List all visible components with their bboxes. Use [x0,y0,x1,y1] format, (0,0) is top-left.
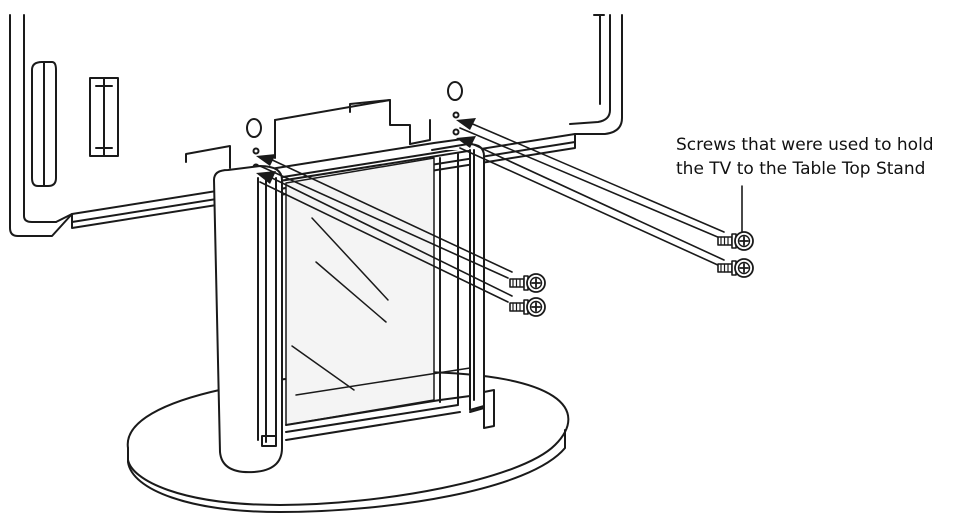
arrow-icon [256,154,276,166]
arrow-heads [256,118,476,184]
arrow-icon [456,136,476,148]
screw-icon [717,258,754,278]
arrow-icon [456,118,476,130]
screw-group-left [509,273,546,317]
callout-line-2: the TV to the Table Top Stand [676,159,926,179]
screw-icon [509,273,546,293]
callout-line-1: Screws that were used to hold [676,135,934,155]
screws-callout-label: Screws that were used to hold the TV to … [676,133,966,181]
screw-icon [717,231,754,251]
stand-column [213,137,495,474]
arrow-icon [256,171,276,184]
screw-icon [509,297,546,317]
screw-guide-lines [259,121,725,303]
screw-group-right [717,231,754,278]
